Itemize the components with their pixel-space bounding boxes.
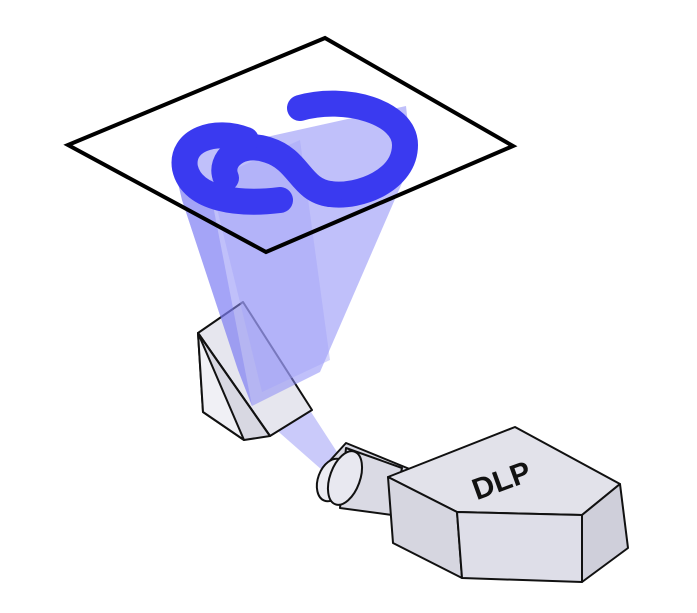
- projection-lens: [315, 442, 413, 516]
- s-shaped-projected-pattern: [171, 90, 419, 215]
- build-plate-outline: [63, 35, 518, 255]
- dlp-projector: DLP: [387, 426, 629, 583]
